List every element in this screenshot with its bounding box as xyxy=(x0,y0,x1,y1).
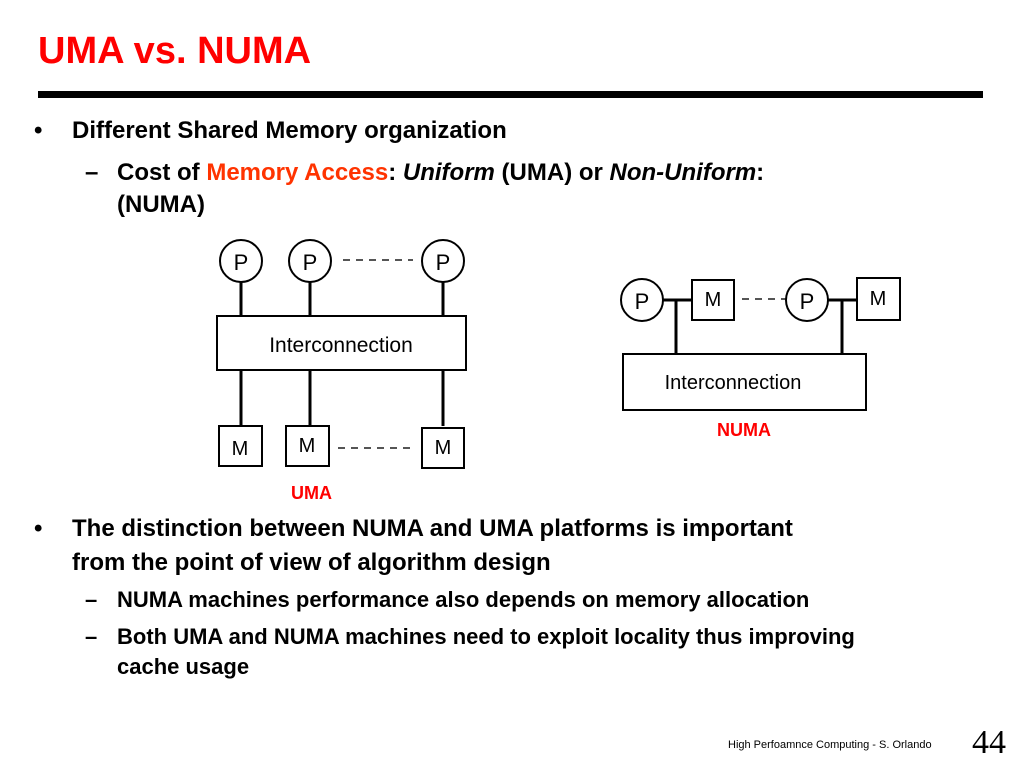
distinction-line-2: from the point of view of algorithm desi… xyxy=(72,549,551,576)
dash-marker: – xyxy=(85,624,98,649)
non-uniform-text: Non-Uniform xyxy=(609,159,757,186)
numa-performance-text: NUMA machines performance also depends o… xyxy=(117,587,810,612)
bullet-marker: • xyxy=(34,117,43,144)
uma-memory-1-label: M xyxy=(232,438,249,460)
numa-paren-text: (NUMA) xyxy=(117,191,205,218)
bullet-distinction: • The distinction between NUMA and UMA p… xyxy=(34,512,793,580)
slide-title: UMA vs. NUMA xyxy=(38,30,312,72)
dash-marker: – xyxy=(85,587,98,612)
colon-end-text: : xyxy=(756,159,765,186)
title-divider xyxy=(38,91,983,98)
numa-memory-1-label: M xyxy=(705,289,722,311)
uma-memory-1 xyxy=(218,425,263,467)
page-number: 44 xyxy=(972,724,1006,761)
memory-access-text: Memory Access xyxy=(206,159,389,186)
uma-interconnection-label: Interconnection xyxy=(269,334,413,357)
locality-line-1: Both UMA and NUMA machines need to explo… xyxy=(117,624,855,649)
locality-line-2: cache usage xyxy=(117,654,250,679)
uma-processor-1-label: P xyxy=(234,250,249,275)
colon-text: : xyxy=(388,159,403,186)
uma-memory-2-label: M xyxy=(299,435,316,457)
subbullet-locality: – Both UMA and NUMA machines need to exp… xyxy=(85,622,855,682)
bullet-text: Different Shared Memory organization xyxy=(72,117,507,144)
distinction-line-1: The distinction between NUMA and UMA pla… xyxy=(72,515,793,542)
cost-of-text: Cost of xyxy=(117,159,207,186)
uniform-text: Uniform xyxy=(402,159,495,186)
subbullet-numa-performance: – NUMA machines performance also depends… xyxy=(85,585,810,615)
footer-text: High Perfoamnce Computing - S. Orlando xyxy=(728,739,932,751)
uma-diagram xyxy=(216,239,467,469)
numa-memory-2-label: M xyxy=(870,288,887,310)
uma-caption: UMA xyxy=(291,483,332,503)
numa-memory-1 xyxy=(691,279,735,321)
bullet-marker: • xyxy=(34,515,43,542)
numa-processor-1-label: P xyxy=(635,289,650,314)
numa-caption: NUMA xyxy=(717,420,771,440)
subbullet-cost: – Cost of Memory Access: Uniform (UMA) o… xyxy=(85,157,765,221)
numa-interconnection-label: Interconnection xyxy=(665,372,802,394)
numa-interconnection xyxy=(622,353,867,411)
uma-processor-3-label: P xyxy=(436,250,451,275)
numa-memory-2 xyxy=(856,277,901,321)
uma-memory-2 xyxy=(285,425,330,467)
bullet-shared-memory: • Different Shared Memory organization xyxy=(34,114,507,148)
uma-memory-3-label: M xyxy=(435,437,452,459)
dash-marker: – xyxy=(85,159,99,186)
uma-processor-2-label: P xyxy=(303,250,318,275)
uma-interconnection xyxy=(216,315,467,371)
uma-memory-3 xyxy=(421,427,465,469)
numa-diagram xyxy=(620,277,901,411)
uma-or-text: (UMA) or xyxy=(494,159,610,186)
numa-processor-2-label: P xyxy=(800,289,815,314)
